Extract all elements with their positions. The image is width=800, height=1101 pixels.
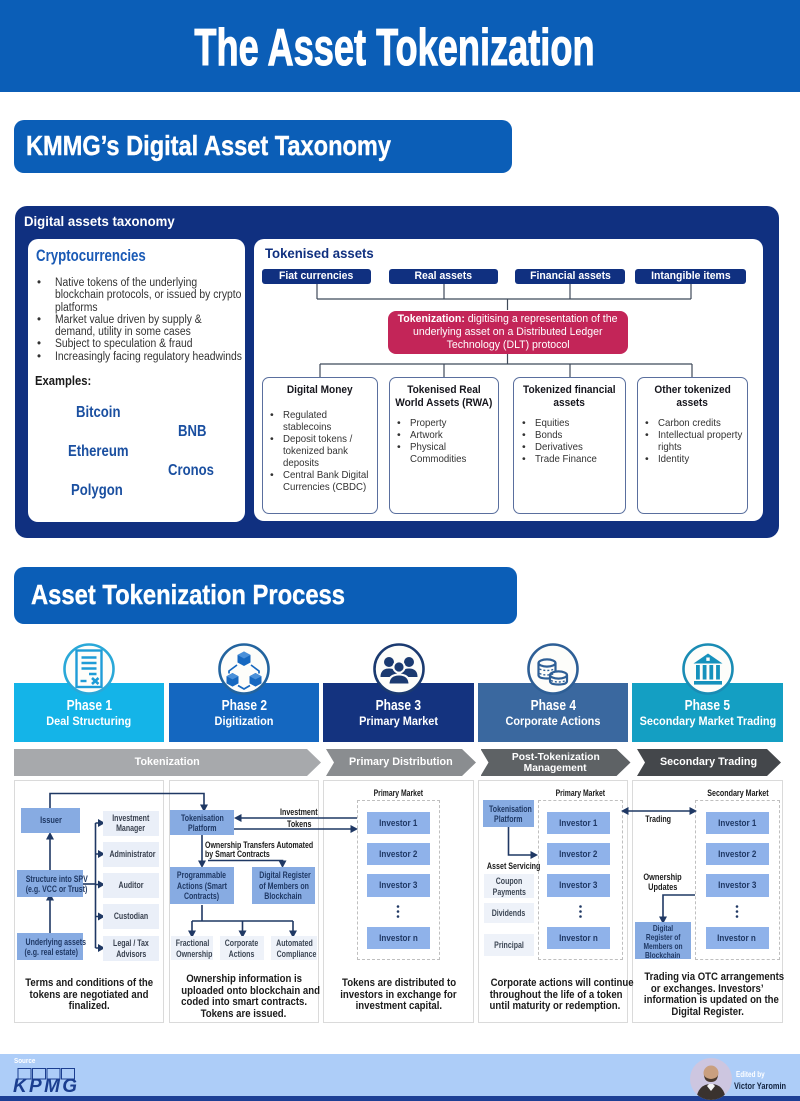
svg-text:KPMG: KPMG: [13, 1076, 77, 1096]
